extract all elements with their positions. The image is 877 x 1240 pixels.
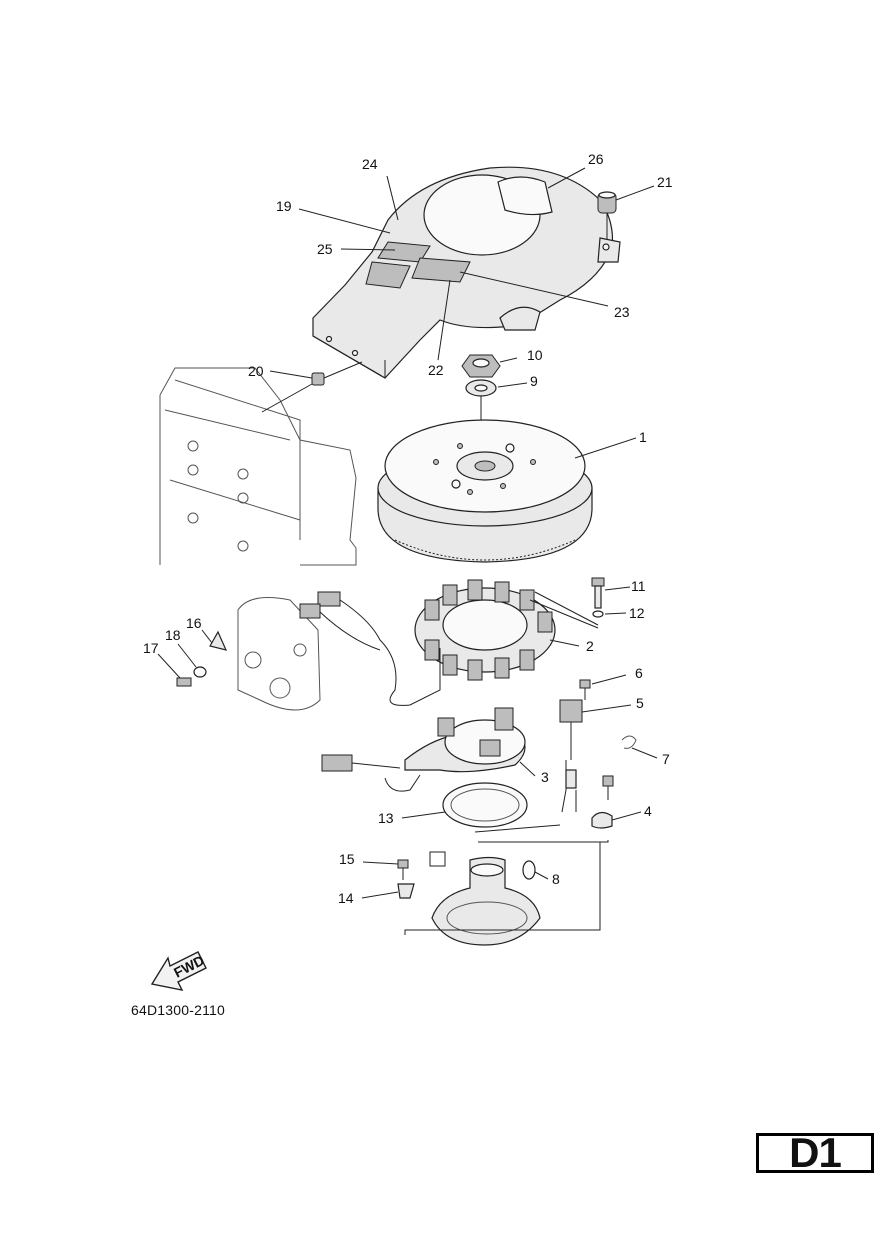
stator bbox=[414, 579, 599, 681]
callout-10: 10 bbox=[527, 347, 543, 363]
callout-24: 24 bbox=[362, 156, 378, 172]
pulser-coil-base bbox=[321, 707, 526, 792]
callout-17: 17 bbox=[143, 640, 159, 656]
callout-7: 7 bbox=[662, 751, 670, 767]
callout-numbers: 1 2 3 4 5 6 7 8 9 10 11 12 13 14 15 16 1… bbox=[143, 151, 673, 906]
clip bbox=[621, 735, 637, 749]
callout-13: 13 bbox=[378, 810, 394, 826]
page-code: D1 bbox=[789, 1129, 842, 1176]
rubber-cap bbox=[597, 191, 617, 240]
bearing-housing bbox=[404, 842, 601, 946]
bolt-20 bbox=[261, 361, 363, 413]
callout-11: 11 bbox=[631, 578, 646, 594]
plug-8 bbox=[522, 860, 536, 880]
fwd-arrow-icon: FWD bbox=[150, 951, 207, 991]
callout-5: 5 bbox=[636, 695, 644, 711]
bracket-and-wiring bbox=[176, 591, 441, 711]
callout-9: 9 bbox=[530, 373, 538, 389]
clamp bbox=[474, 775, 614, 843]
nut-and-washer bbox=[461, 354, 501, 460]
figure-code: 64D1300-2110 bbox=[131, 1002, 225, 1018]
flywheel bbox=[377, 419, 593, 563]
callout-26: 26 bbox=[588, 151, 604, 167]
callout-4: 4 bbox=[644, 803, 652, 819]
plate-and-screw bbox=[397, 859, 415, 899]
callout-6: 6 bbox=[635, 665, 643, 681]
callout-16: 16 bbox=[186, 615, 202, 631]
callout-2: 2 bbox=[586, 638, 594, 654]
page-code-box: D1 bbox=[756, 1129, 874, 1176]
callout-25: 25 bbox=[317, 241, 333, 257]
callout-22: 22 bbox=[428, 362, 444, 378]
callout-23: 23 bbox=[614, 304, 630, 320]
callout-12: 12 bbox=[629, 605, 645, 621]
callout-20: 20 bbox=[248, 363, 264, 379]
retaining-ring bbox=[442, 782, 528, 828]
leader-lines bbox=[157, 167, 658, 899]
engine-block-outline bbox=[159, 367, 357, 566]
callout-8: 8 bbox=[552, 871, 560, 887]
callout-15: 15 bbox=[339, 851, 355, 867]
callout-18: 18 bbox=[165, 627, 181, 643]
callout-19: 19 bbox=[276, 198, 292, 214]
callout-3: 3 bbox=[541, 769, 549, 785]
callout-21: 21 bbox=[657, 174, 673, 190]
callout-14: 14 bbox=[338, 890, 354, 906]
flywheel-cover bbox=[312, 166, 621, 379]
ignition-coil bbox=[559, 679, 591, 813]
bolt-11 bbox=[591, 577, 605, 618]
callout-1: 1 bbox=[639, 429, 647, 445]
